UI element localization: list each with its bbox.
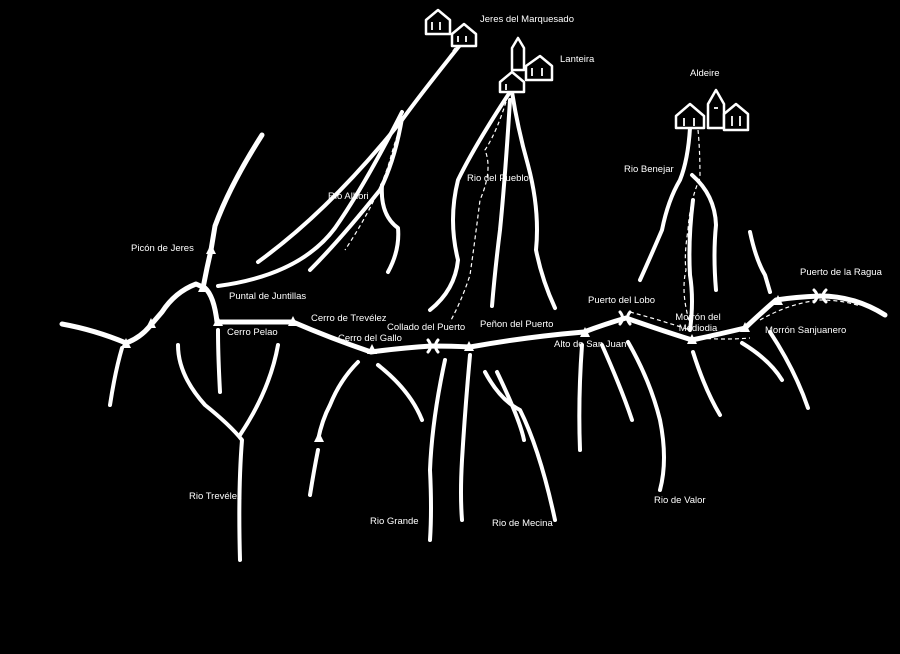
peak-icons <box>121 244 783 442</box>
rio-del-pueblo-stream <box>428 90 512 312</box>
main-ridge <box>59 281 888 355</box>
rio-benejar-stream <box>638 126 692 282</box>
puerto-del-lobo-icon <box>618 310 632 326</box>
aldeire-village-icon <box>674 88 750 132</box>
river-label-trevelez: Rio Trevélez <box>189 491 242 502</box>
route-ridge <box>629 299 861 340</box>
peak-label-cerro-del-gallo: Cerro del Gallo <box>338 333 402 344</box>
alto-de-san-juan-icon <box>580 327 590 337</box>
route-jeres <box>344 47 456 251</box>
ragua-stream <box>748 230 772 294</box>
village-label-jeres: Jeres del Marquesado <box>480 14 574 25</box>
rio-trevelez-branch <box>216 328 222 394</box>
rio-grande-branch-2 <box>376 363 424 422</box>
river-label-benejar: Rio Benejar <box>624 164 674 175</box>
morron-del-mediodia-icon <box>687 334 697 344</box>
village-label-aldeire: Aldeire <box>690 68 720 79</box>
collado-del-puerto-icon <box>426 338 440 354</box>
pass-label-puerto-de-la-ragua: Puerto de la Ragua <box>800 267 882 278</box>
rio-mecina-stream <box>459 353 472 522</box>
peak-label-puntal-de-juntillas: Puntal de Juntillas <box>229 291 307 302</box>
pass-icons <box>426 288 828 354</box>
route-aldeire <box>683 129 701 331</box>
river-label-grande: Rio Grande <box>370 516 419 527</box>
rio-del-pueblo-branch-2 <box>490 98 512 308</box>
san-juan-stream <box>577 343 584 452</box>
morron-sanjuanero-icon <box>740 322 750 332</box>
ragua-peak-icon <box>773 295 783 305</box>
puerto-de-la-ragua-icon <box>812 288 828 304</box>
rio-grande-stream <box>316 360 360 442</box>
puntal-de-juntillas-icon <box>198 282 208 292</box>
rio-valor-branch <box>600 343 634 422</box>
cerro-pelao-icon <box>213 316 223 326</box>
cerro-del-gallo-icon <box>367 344 377 354</box>
peak-label-penon-del-puerto: Peñon del Puerto <box>480 319 554 330</box>
rio-alhori-branch-3 <box>379 183 401 274</box>
lanteira-village-icon <box>498 36 554 94</box>
rio-grande-branch-3 <box>428 358 447 542</box>
rio-del-pueblo-branch <box>510 90 557 310</box>
picon-spur <box>200 132 265 291</box>
river-label-del-pueblo: Rio del Pueblo <box>467 173 529 184</box>
west-peak-2-icon <box>121 338 131 348</box>
rio-trevelez-stream <box>176 343 244 562</box>
rio-alhori-branch <box>216 110 404 288</box>
jeres-village-icon <box>424 8 478 48</box>
picon-de-jeres-icon <box>206 244 216 254</box>
river-label-mecina: Rio de Mecina <box>492 518 553 529</box>
mediodia-stream <box>691 350 722 417</box>
cerro-de-trevelez-icon <box>288 316 298 326</box>
west-peak-icon <box>146 318 156 328</box>
rio-trevelez-branch-2 <box>238 343 280 437</box>
peak-label-morron-sanjuanero: Morrón Sanjuanero <box>765 325 847 336</box>
pass-label-collado-del-puerto: Collado del Puerto <box>387 322 466 333</box>
peak-label-alto-de-san-juan: Alto de San Juan <box>554 339 627 350</box>
peak-label-cerro-pelao: Cerro Pelao <box>227 327 278 338</box>
ragua-south-stream <box>768 330 810 410</box>
pass-label-puerto-del-lobo: Puerto del Lobo <box>588 295 656 306</box>
rio-mecina-branch-2 <box>495 370 526 442</box>
rio-valor-stream <box>626 340 666 492</box>
peak-label-picon-de-jeres: Picón de Jeres <box>131 243 194 254</box>
rio-mecina-branch <box>483 370 557 522</box>
rio-benejar-branch <box>690 173 718 292</box>
penon-del-puerto-icon <box>464 341 474 351</box>
route-lanteira <box>449 94 509 323</box>
rio-benejar-branch-2 <box>687 198 695 332</box>
river-label-valor: Rio de Valor <box>654 495 706 506</box>
rio-alhori-stream <box>256 43 462 264</box>
rio-grande-peak-icon <box>314 432 324 442</box>
river-label-alhori: Rio Alhori <box>328 191 369 202</box>
west-stream <box>108 346 124 407</box>
sanjuanero-stream <box>740 341 784 382</box>
peak-label-cerro-de-trevelez: Cerro de Trevélez <box>311 313 387 324</box>
rio-grande-branch <box>308 448 320 497</box>
peak-label-morron-del-mediodia: Morrón del Mediodia <box>675 312 721 334</box>
village-label-lanteira: Lanteira <box>560 54 595 65</box>
